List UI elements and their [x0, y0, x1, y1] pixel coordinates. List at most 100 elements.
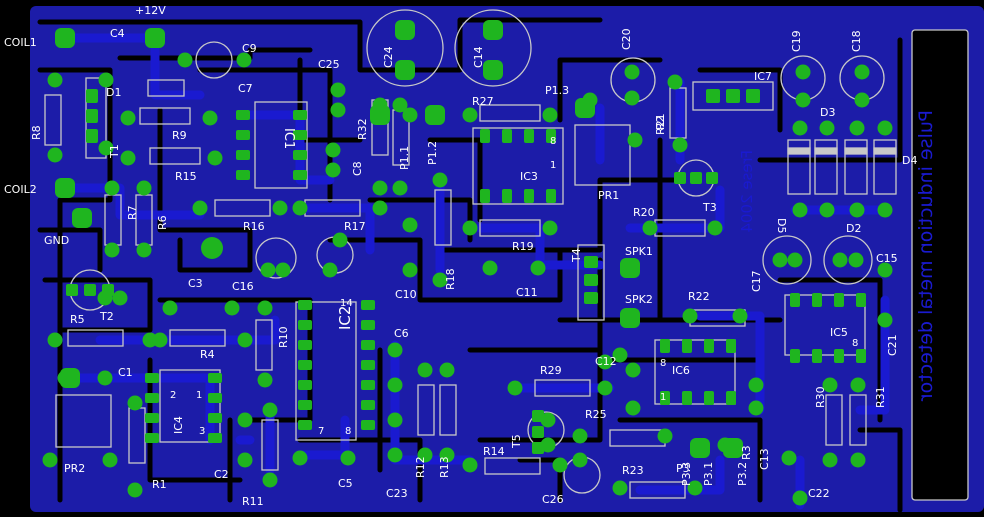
label-c18: C18: [850, 30, 863, 52]
pad: [292, 200, 308, 216]
pad: [237, 332, 253, 348]
ic-pin: [682, 339, 692, 353]
pad: [462, 107, 478, 123]
pad: [672, 137, 688, 153]
pad: [832, 252, 848, 268]
label-c11: C11: [516, 286, 538, 299]
label-ic2: IC2: [336, 306, 354, 330]
pad: [850, 452, 866, 468]
pad: [272, 200, 288, 216]
ic-pin: [145, 433, 159, 443]
ic-pin: [361, 360, 375, 370]
ic-pin: [298, 360, 312, 370]
label-c4: C4: [110, 27, 125, 40]
pad: [387, 377, 403, 393]
label-r3: R3: [740, 445, 753, 460]
ic-pin: [524, 129, 534, 143]
pad: [612, 347, 628, 363]
ic-pin: [532, 410, 544, 422]
label-r22: R22: [688, 290, 710, 303]
label-d2: D2: [846, 222, 861, 235]
pad: [540, 412, 556, 428]
label-r25: R25: [585, 408, 607, 421]
label-r1: R1: [152, 478, 167, 491]
pad: [102, 452, 118, 468]
pad: [392, 180, 408, 196]
ic-pin: [86, 129, 98, 143]
ic-pin: [480, 129, 490, 143]
pad-square: [55, 178, 75, 198]
ic-pin: [524, 189, 534, 203]
pad: [262, 402, 278, 418]
pad-square: [72, 208, 92, 228]
ic-pin: [812, 349, 822, 363]
label-d5: D5: [775, 218, 788, 233]
ic-pin: [298, 380, 312, 390]
ic-pin: [102, 284, 114, 296]
pad: [325, 162, 341, 178]
ic-pin: [293, 130, 307, 140]
pin-mark-ic2-14: 14: [340, 298, 353, 309]
pad: [439, 362, 455, 378]
pad: [330, 102, 346, 118]
label-r30: R30: [814, 386, 827, 408]
pad: [822, 377, 838, 393]
label-c13: C13: [758, 448, 771, 470]
pad: [112, 290, 128, 306]
ic-pin: [746, 89, 760, 103]
pad: [387, 342, 403, 358]
mirrored-title: Pulse induction metal detector: [915, 110, 937, 401]
pad: [439, 447, 455, 463]
pad-square: [690, 438, 710, 458]
ic-pin: [298, 320, 312, 330]
pad-square: [370, 105, 390, 125]
pad: [732, 308, 748, 324]
pad: [98, 140, 114, 156]
pad: [136, 180, 152, 196]
label-r23: R23: [622, 464, 644, 477]
label-ic5: IC5: [830, 326, 848, 339]
label-gnd: GND: [44, 234, 69, 247]
pad-square: [575, 98, 595, 118]
pad: [792, 202, 808, 218]
ic-pin: [584, 256, 598, 268]
pad: [432, 172, 448, 188]
label-spk2: SPK2: [625, 293, 653, 306]
label-c23: C23: [386, 487, 408, 500]
ic-pin: [298, 340, 312, 350]
pad: [322, 262, 338, 278]
pad: [848, 252, 864, 268]
label-t3: T3: [702, 201, 717, 214]
label-pr1: PR1: [598, 189, 619, 202]
label-r10: R10: [277, 326, 290, 348]
pad: [104, 242, 120, 258]
label-r27: R27: [472, 95, 494, 108]
pad: [387, 447, 403, 463]
label-p33: P3.3: [680, 462, 693, 486]
pad: [372, 180, 388, 196]
pad: [97, 370, 113, 386]
ic-pin: [361, 380, 375, 390]
label-c19: C19: [790, 30, 803, 52]
ic-pin: [856, 293, 866, 307]
label-d3: D3: [820, 106, 835, 119]
pad: [792, 490, 808, 506]
ic-pin: [584, 274, 598, 286]
pad: [47, 332, 63, 348]
pad: [330, 82, 346, 98]
label-p12: P1.2: [426, 141, 439, 165]
label-r11: R11: [242, 495, 264, 508]
label-c2: C2: [214, 468, 229, 481]
ic-pin: [834, 293, 844, 307]
pad: [507, 380, 523, 396]
pad: [642, 220, 658, 236]
label-c12: C12: [595, 355, 617, 368]
pad: [402, 107, 418, 123]
pin-mark-ic4-8: 2: [170, 390, 176, 401]
pad: [257, 300, 273, 316]
pad: [332, 232, 348, 248]
pin-mark-ic6-8: 8: [660, 358, 666, 369]
label-r31: R31: [874, 386, 887, 408]
pad-square: [723, 438, 743, 458]
pad: [849, 120, 865, 136]
